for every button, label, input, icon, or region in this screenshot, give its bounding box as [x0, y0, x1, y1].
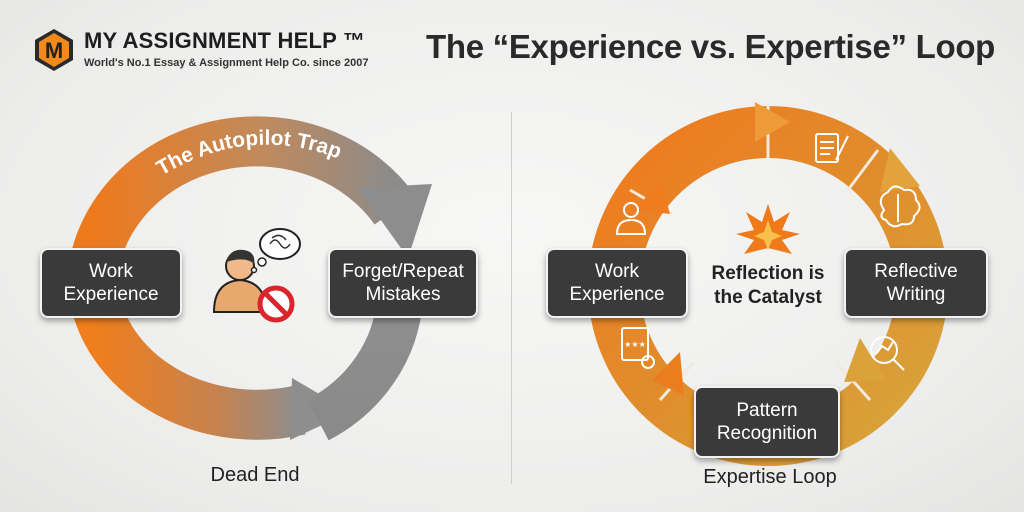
dead-end-caption: Dead End — [210, 464, 300, 486]
brain-icon — [879, 185, 921, 228]
confused-person-icon — [212, 249, 268, 313]
brand-tagline: World's No.1 Essay & Assignment Help Co.… — [84, 57, 369, 69]
brand-logo: M MY ASSIGNMENT HELP ™ World's No.1 Essa… — [32, 26, 368, 76]
magnifier-chart-icon — [870, 336, 905, 371]
prohibited-icon — [257, 285, 295, 323]
expertise-loop-caption: Expertise Loop — [703, 466, 837, 488]
top-arrowhead — [755, 102, 790, 142]
logo-letter: M — [45, 38, 63, 63]
right-work-experience-label: Work Experience — [569, 261, 665, 305]
reflective-writing-label: Reflective Writing — [874, 261, 958, 305]
thought-bubble-icon — [250, 228, 301, 274]
forget-repeat-mistakes-label: Forget/Repeat Mistakes — [342, 261, 464, 305]
bottom-arc — [70, 294, 306, 440]
left-work-experience-label: Work Experience — [63, 261, 159, 305]
left-arrowhead — [636, 178, 670, 214]
notepad-icon — [815, 133, 849, 163]
reflection-catalyst-label: Reflection is the Catalyst — [711, 263, 825, 308]
forget-repeat-mistakes-box: Forget/Repeat Mistakes — [328, 248, 478, 318]
lower-right-arrowhead — [844, 338, 886, 382]
lower-left-arrowhead — [652, 352, 684, 396]
top-arc — [70, 116, 416, 267]
brand-name: MY ASSIGNMENT HELP ™ — [84, 28, 366, 53]
rating-certificate-icon: ★★★ — [621, 327, 655, 369]
logo-hexagon-icon: M — [35, 29, 73, 71]
spark-icon — [736, 204, 800, 254]
worker-icon — [615, 202, 647, 235]
pattern-recognition-box: Pattern Recognition — [694, 386, 840, 458]
reflective-writing-box: Reflective Writing — [844, 248, 988, 318]
left-work-experience-box: Work Experience — [40, 248, 182, 318]
top-arrowhead — [358, 184, 432, 258]
right-arrowhead — [880, 148, 920, 192]
page-title: The “Experience vs. Expertise” Loop — [426, 28, 996, 65]
divider — [511, 112, 512, 484]
right-work-experience-box: Work Experience — [546, 248, 688, 318]
svg-text:★★★: ★★★ — [624, 340, 646, 349]
pattern-recognition-label: Pattern Recognition — [716, 400, 818, 444]
